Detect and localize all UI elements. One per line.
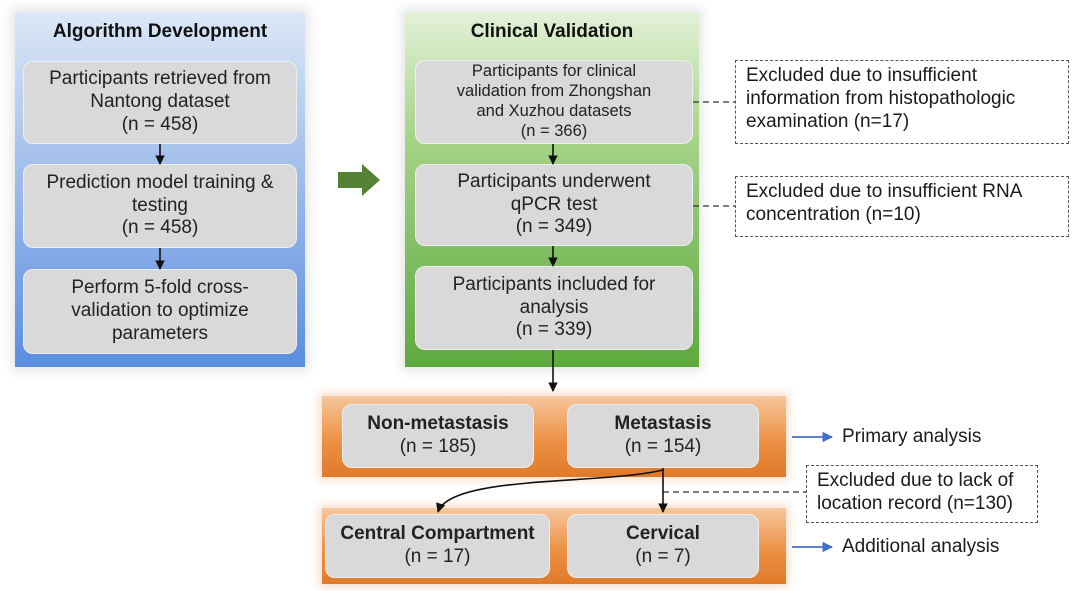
algo-step-1-line-2: Nantong dataset [90,91,230,113]
val-step-included: Participants included for analysis (n = … [415,266,693,350]
exclusion-note-histopathologic: Excluded due to insufficient information… [735,60,1069,144]
val-step-qpcr: Participants underwent qPCR test (n = 34… [415,164,693,246]
exclusion-note-rna: Excluded due to insufficient RNA concent… [735,176,1069,237]
val-step-clinical-validation: Participants for clinical validation fro… [415,60,693,144]
algo-step-1-line-1: Participants retrieved from [49,68,271,90]
val-step-2-line-1: Participants underwent [457,170,651,192]
non-metastasis-box: Non-metastasis (n = 185) [342,404,534,468]
val-step-1-line-3: and Xuzhou datasets [476,102,632,120]
exclusion-3-line-1: Excluded due to lack of [817,470,1014,491]
validation-panel-title: Clinical Validation [470,21,634,42]
exclusion-3-line-2: location record (n=130) [817,492,1013,514]
algo-step-2-line-3: (n = 458) [121,217,199,239]
algo-step-training: Prediction model training & testing (n =… [23,164,297,248]
val-step-3-line-2: analysis [519,296,589,318]
exclusion-1-line-2: information from histopathologic [746,87,1016,109]
exclusion-1-line-1: Excluded due to insufficient [746,65,977,86]
val-step-1-line-4: (n = 366) [520,121,588,140]
exclusion-note-location: Excluded due to lack of location record … [806,465,1038,523]
metastasis-box: Metastasis (n = 154) [567,404,759,468]
algo-step-3-line-3: parameters [111,322,209,344]
cervical-count: (n = 7) [635,546,691,567]
cervical-box: Cervical (n = 7) [567,514,759,578]
green-flow-arrow [338,164,380,196]
non-metastasis-count: (n = 185) [399,436,477,457]
exclusion-1-line-3: examination (n=17) [746,110,910,132]
metastasis-count: (n = 154) [624,436,702,457]
algo-step-3-line-2: validation to optimize [71,300,249,322]
val-step-3-line-3: (n = 339) [515,319,593,341]
exclusion-2-line-1: Excluded due to insufficient RNA [746,181,1023,202]
algo-step-retrieved: Participants retrieved from Nantong data… [23,61,297,144]
algo-step-3-line-1: Perform 5-fold cross- [71,277,249,299]
primary-analysis-label: Primary analysis [842,426,982,447]
exclusion-2-line-2: concentration (n=10) [746,203,921,225]
cervical-title: Cervical [626,523,700,545]
val-step-1-line-2: validation from Zhongshan [456,82,652,101]
val-step-2-line-2: qPCR test [510,193,598,215]
metastasis-title: Metastasis [614,413,712,435]
algo-step-cross-validation: Perform 5-fold cross- validation to opti… [23,269,297,354]
val-step-2-line-3: (n = 349) [515,216,593,238]
central-compartment-count: (n = 17) [404,546,471,567]
additional-analysis-label: Additional analysis [842,536,1000,557]
algorithm-panel-title: Algorithm Development [52,21,268,42]
central-compartment-box: Central Compartment (n = 17) [325,514,550,578]
val-step-1-line-1: Participants for clinical [471,62,637,81]
non-metastasis-title: Non-metastasis [367,413,509,435]
val-step-3-line-1: Participants included for [452,273,656,295]
central-compartment-title: Central Compartment [340,523,535,545]
algo-step-1-line-3: (n = 458) [121,113,199,135]
algo-step-2-line-1: Prediction model training & [46,171,274,193]
algo-step-2-line-2: testing [132,194,188,216]
